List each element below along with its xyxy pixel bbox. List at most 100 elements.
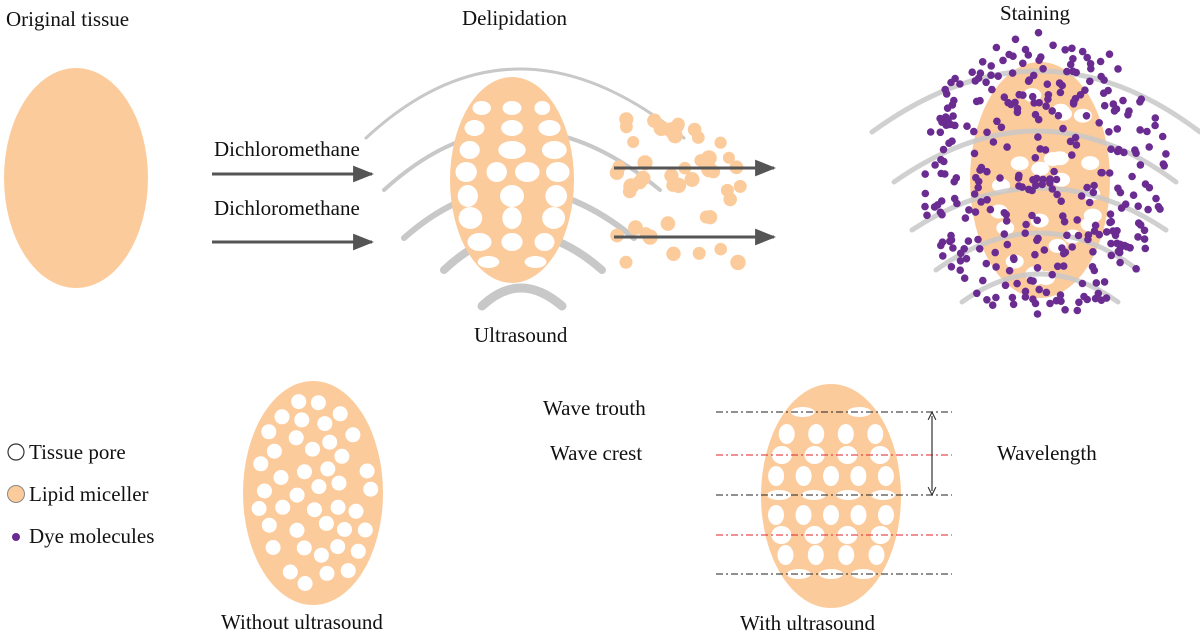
aligned-tissue-pores <box>767 407 895 579</box>
dye-molecule <box>1073 216 1081 224</box>
dye-molecule <box>975 245 984 253</box>
dye-molecule <box>1061 46 1069 54</box>
tissue-pore <box>257 483 272 499</box>
tissue-pore <box>457 185 478 207</box>
tissue-pore <box>515 162 540 182</box>
dye-molecule <box>1059 262 1068 270</box>
dye-molecule <box>1033 264 1042 272</box>
dye-molecule <box>950 96 958 105</box>
dye-molecule <box>1053 190 1061 199</box>
dye-molecule <box>949 112 957 120</box>
tissue-pore <box>778 424 795 444</box>
tissue-pore <box>345 427 361 443</box>
dye-molecule <box>1090 181 1098 190</box>
lipid-micelle <box>723 192 737 207</box>
dye-molecule <box>1033 216 1041 225</box>
tissue-pores <box>455 101 570 268</box>
dye-molecule <box>1052 296 1061 305</box>
dye-molecule <box>979 276 987 285</box>
dye-molecule <box>1013 104 1022 113</box>
tissue-pore <box>294 412 310 428</box>
dye-molecule <box>971 208 980 216</box>
dye-molecule <box>1145 143 1153 151</box>
dye-molecule <box>1054 111 1063 120</box>
lipid-micelle <box>714 136 727 149</box>
dye-molecule <box>1083 183 1091 192</box>
dye-molecule <box>1076 91 1085 99</box>
tissue-pore <box>545 185 567 207</box>
tissue-pore <box>851 569 876 579</box>
dye-molecule <box>1107 145 1115 153</box>
tissue-pore <box>538 120 561 136</box>
tissue-pore <box>350 543 366 559</box>
tissue-pore <box>348 503 364 519</box>
tissue-pore <box>317 416 333 432</box>
lipid-micelle <box>666 246 681 261</box>
dye-molecule <box>1107 239 1115 248</box>
removed-lipid-micelles <box>609 112 747 271</box>
tissue-pore <box>334 448 350 464</box>
dye-molecule <box>988 301 997 310</box>
dye-molecule <box>1152 194 1160 203</box>
dye-molecule <box>1035 56 1043 64</box>
dye-molecule <box>1034 234 1042 243</box>
staining-title: Staining <box>1000 1 1071 25</box>
dye-molecule <box>1077 192 1086 200</box>
dye-molecule <box>1063 67 1071 76</box>
dye-molecule <box>1123 242 1131 251</box>
dye-molecule <box>1134 219 1143 227</box>
dye-molecule <box>1072 141 1081 149</box>
original-tissue-ellipse <box>4 68 148 288</box>
tissue-pore <box>305 441 320 457</box>
dye-molecule <box>982 259 991 268</box>
dye-molecule <box>1022 220 1030 229</box>
dye-molecule <box>962 254 971 263</box>
dye-molecule <box>1033 310 1042 318</box>
tissue-pore <box>472 101 491 115</box>
dye-molecule <box>1028 211 1036 220</box>
dye-molecule <box>1078 47 1087 56</box>
dye-molecule <box>1100 278 1109 286</box>
wavelength-label: Wavelength <box>997 441 1097 465</box>
dye-molecule <box>986 205 995 214</box>
dye-molecule <box>1083 53 1091 62</box>
dye-molecule <box>936 208 945 217</box>
dye-molecule <box>930 203 939 211</box>
dye-molecule <box>1105 169 1114 177</box>
tissue-pore <box>847 407 872 417</box>
tissue-pore <box>464 120 485 136</box>
dye-molecule <box>1140 226 1149 235</box>
dye-molecule <box>1085 198 1094 207</box>
tissue-pore <box>546 162 570 182</box>
dye-molecule <box>921 170 929 178</box>
lipid-micelle <box>622 184 637 199</box>
lipid-micelle <box>714 242 727 256</box>
tissue-pore <box>282 564 298 580</box>
dye-molecule <box>1032 181 1040 190</box>
tissue-pore <box>808 424 825 444</box>
dye-molecule <box>1088 263 1097 271</box>
dye-molecule <box>1105 50 1114 58</box>
dye-molecule <box>1050 167 1058 176</box>
lipid-micelle-swatch <box>7 485 25 503</box>
tissue-pore <box>870 446 891 464</box>
dye-molecule <box>1156 205 1164 213</box>
dye-molecule <box>972 97 981 106</box>
dye-molecule <box>982 78 990 87</box>
with-ultrasound-tissue <box>761 384 901 608</box>
dye-molecule <box>1021 45 1030 54</box>
without-ultrasound-panel <box>243 381 383 605</box>
tissue-pore <box>534 101 551 115</box>
dye-molecule <box>1096 57 1105 66</box>
dye-molecule <box>1132 265 1140 273</box>
lipid-micelle <box>701 150 717 167</box>
tissue-pore <box>459 141 480 159</box>
dye-molecule <box>1011 35 1020 44</box>
dye-molecule <box>989 138 998 146</box>
dye-molecule <box>1106 210 1115 218</box>
dye-molecule <box>1046 299 1054 308</box>
dye-molecule <box>1095 119 1103 127</box>
dye-molecule <box>999 56 1007 65</box>
dye-molecule <box>1145 183 1154 192</box>
tissue-pore <box>870 526 891 544</box>
